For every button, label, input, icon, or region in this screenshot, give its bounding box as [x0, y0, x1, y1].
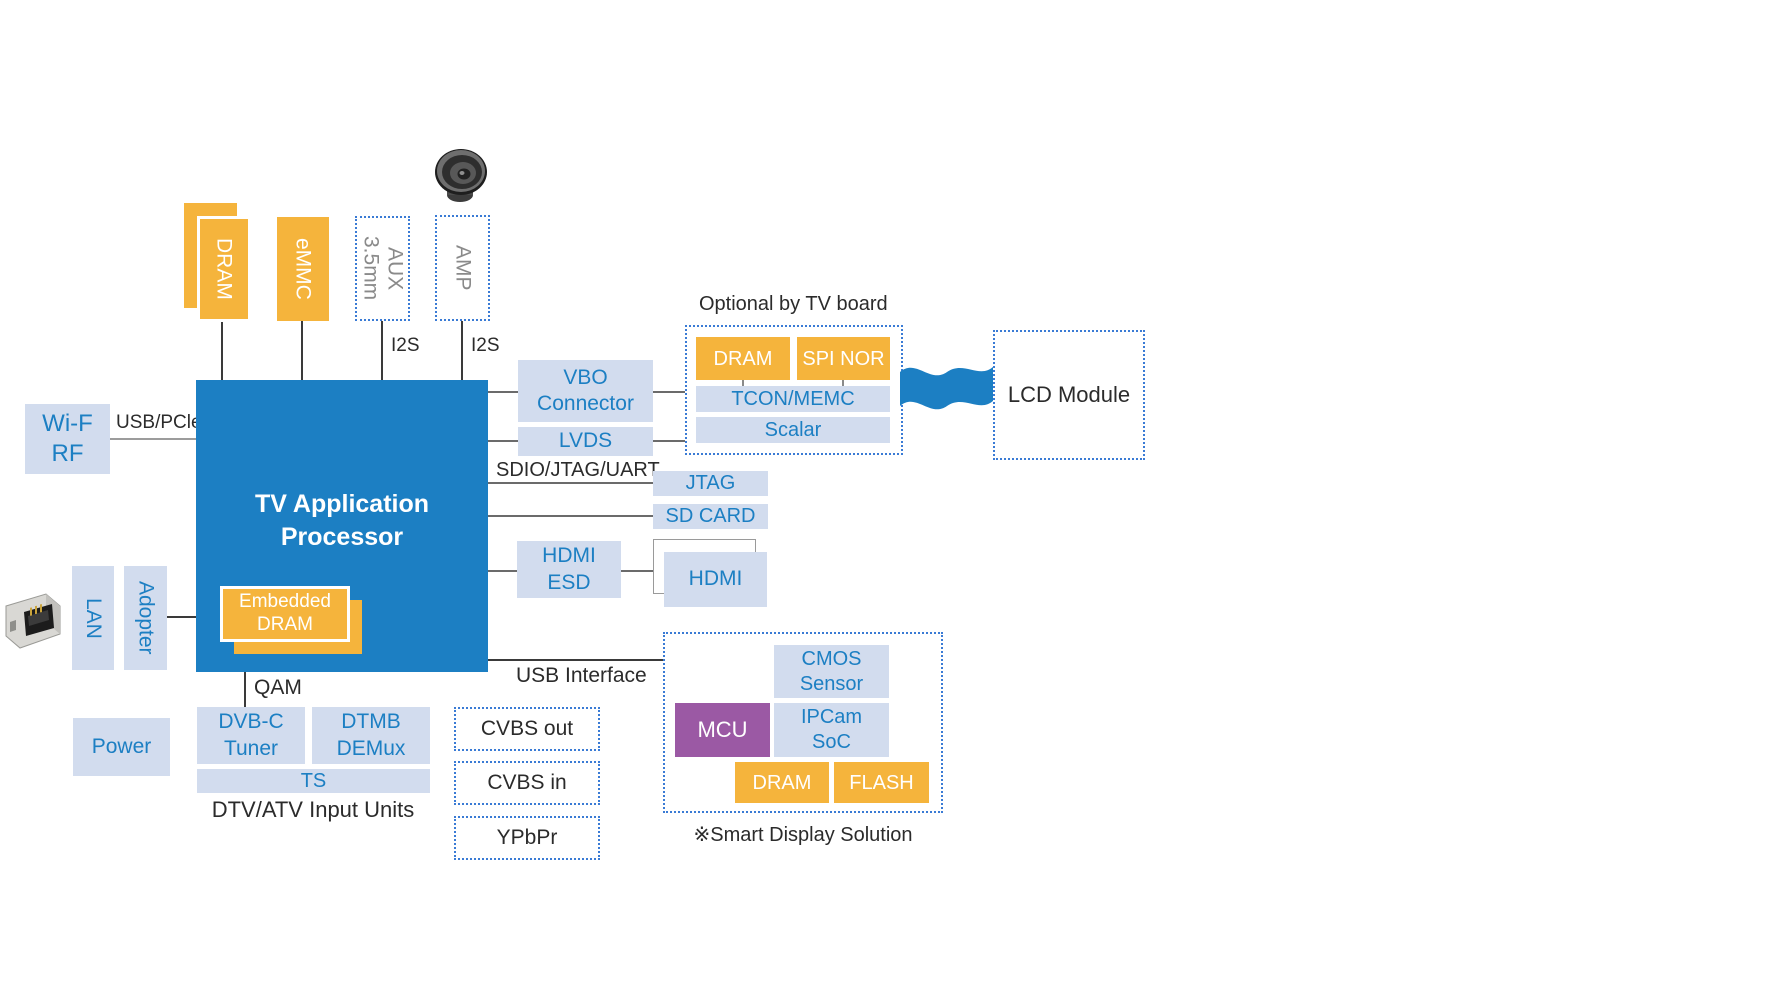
smart-dram-block: DRAM	[735, 762, 829, 803]
sd-card-block: SD CARD	[653, 504, 768, 529]
lvds-line-right	[653, 440, 685, 442]
dtv-atv-caption: DTV/ATV Input Units	[211, 797, 415, 822]
hdmi-line	[621, 570, 653, 572]
i2s-amp-label: I2S	[471, 335, 500, 356]
tcon-connector-2	[842, 380, 844, 386]
lvds-line-left	[488, 440, 518, 442]
qam-label: QAM	[254, 676, 302, 699]
ypbpr-block: YPbPr	[454, 816, 600, 860]
aux-block: 3.5mm AUX	[355, 216, 410, 321]
mcu-block: MCU	[675, 703, 770, 757]
sdio-jtag-uart-label: SDIO/JTAG/UART	[496, 459, 660, 481]
sd-card-line	[488, 515, 653, 517]
tv-application-processor-title: TV Application Processor	[254, 490, 430, 551]
dvbc-tuner-block: DVB-C Tuner	[197, 707, 305, 764]
ethernet-icon	[0, 586, 64, 656]
usb-interface-line	[488, 659, 663, 661]
lvds-block: LVDS	[518, 427, 653, 456]
adopter-block: Adopter	[124, 566, 167, 670]
lcd-ribbon	[898, 356, 996, 418]
emmc-connector	[301, 321, 303, 380]
vbo-connector-block: VBO Connector	[518, 360, 653, 422]
ipcam-soc-block: IPCam SoC	[774, 703, 889, 757]
jtag-line	[488, 482, 653, 484]
jtag-block: JTAG	[653, 471, 768, 496]
hdmi-esd-block: HDMI ESD	[517, 541, 621, 598]
tv-board-title: Optional by TV board	[699, 293, 888, 315]
smart-flash-block: FLASH	[834, 762, 929, 803]
tcon-memc-block: TCON/MEMC	[696, 386, 890, 412]
vbo-line-right	[653, 391, 685, 393]
embedded-dram-block: Embedded DRAM	[220, 586, 350, 642]
i2s-aux-label: I2S	[391, 335, 420, 356]
hdmi-block: HDMI	[664, 552, 767, 607]
amp-connector	[461, 321, 463, 380]
speaker-icon	[433, 148, 489, 206]
amp-block: AMP	[435, 215, 490, 321]
emmc-block: eMMC	[277, 217, 329, 321]
aux-connector	[381, 321, 383, 380]
usb-pcie-line	[110, 438, 196, 440]
lan-block: LAN	[72, 566, 114, 670]
dram-connector	[221, 322, 223, 380]
vbo-line-left	[488, 391, 518, 393]
dtmb-demux-block: DTMB DEMux	[312, 707, 430, 764]
scalar-block: Scalar	[696, 417, 890, 443]
ts-block: TS	[197, 769, 430, 793]
cmos-sensor-block: CMOS Sensor	[774, 645, 889, 698]
smart-display-caption: ※Smart Display Solution	[693, 824, 913, 846]
tcon-connector-1	[742, 380, 744, 386]
usb-interface-label: USB Interface	[516, 664, 647, 687]
cvbs-out-block: CVBS out	[454, 707, 600, 751]
dram-block: DRAM	[197, 216, 251, 322]
tv-board-dram-block: DRAM	[696, 337, 790, 380]
usb-pcie-label: USB/PCle	[116, 412, 202, 433]
wifi-rf-block: Wi-F RF	[25, 404, 110, 474]
lcd-module-box: LCD Module	[993, 330, 1145, 460]
power-block: Power	[73, 718, 170, 776]
cvbs-in-block: CVBS in	[454, 761, 600, 805]
qam-connector	[244, 672, 246, 707]
adopter-connector	[167, 616, 196, 618]
tv-board-spi-nor-block: SPI NOR	[797, 337, 890, 380]
hdmi-esd-line-left	[488, 570, 517, 572]
